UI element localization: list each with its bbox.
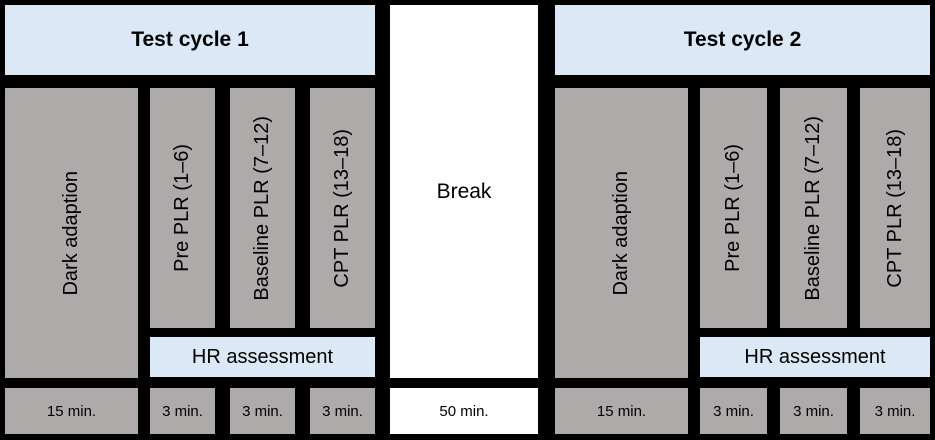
cycle-2-baseline-plr-duration-label: 3 min.: [793, 402, 834, 420]
cycle-1-pre-plr-duration: 3 min.: [150, 388, 215, 434]
cycle-2-dark-adaption-duration: 15 min.: [555, 388, 688, 434]
cycle-2-cpt-plr-duration: 3 min.: [860, 388, 930, 434]
cycle-1-pre-plr-phase: Pre PLR (1–6): [150, 88, 215, 328]
test-cycle-1-header: Test cycle 1: [5, 5, 375, 75]
break-duration: 50 min.: [390, 388, 538, 434]
test-cycle-1-title: Test cycle 1: [131, 28, 249, 51]
cycle-1-hr-assessment-label: HR assessment: [191, 345, 334, 368]
cycle-1-cpt-plr-label: CPT PLR (13–18): [331, 128, 353, 288]
cycle-2-cpt-plr-label: CPT PLR (13–18): [883, 128, 906, 288]
cycle-1-cpt-plr-phase: CPT PLR (13–18): [310, 88, 375, 328]
cycle-1-dark-adaption-phase: Dark adaption: [5, 88, 138, 378]
cycle-2-pre-plr-duration: 3 min.: [700, 388, 767, 434]
cycle-2-baseline-plr-label: Baseline PLR (7–12): [802, 115, 824, 301]
cycle-2-cpt-plr-phase: CPT PLR (13–18): [860, 88, 930, 328]
cycle-2-baseline-plr-phase: Baseline PLR (7–12): [780, 88, 847, 328]
cycle-1-cpt-plr-duration-label: 3 min.: [322, 402, 363, 420]
cycle-2-pre-plr-phase: Pre PLR (1–6): [700, 88, 767, 328]
cycle-1-hr-assessment: HR assessment: [150, 337, 375, 377]
cycle-1-baseline-plr-phase: Baseline PLR (7–12): [230, 88, 295, 328]
cycle-1-dark-adaption-duration-label: 15 min.: [46, 402, 97, 420]
cycle-1-baseline-plr-duration-label: 3 min.: [242, 402, 283, 420]
break-label: Break: [436, 179, 492, 203]
cycle-2-dark-adaption-duration-label: 15 min.: [596, 402, 647, 420]
cycle-2-baseline-plr-duration: 3 min.: [780, 388, 847, 434]
cycle-2-dark-adaption-phase: Dark adaption: [555, 88, 688, 378]
break-phase: Break: [390, 5, 538, 378]
cycle-2-hr-assessment: HR assessment: [700, 337, 930, 377]
cycle-1-pre-plr-label: Pre PLR (1–6): [171, 144, 193, 272]
test-cycle-2-header: Test cycle 2: [555, 5, 930, 75]
cycle-1-dark-adaption-duration: 15 min.: [5, 388, 138, 434]
cycle-1-dark-adaption-label: Dark adaption: [60, 170, 82, 296]
cycle-1-pre-plr-duration-label: 3 min.: [162, 402, 203, 420]
cycle-2-hr-assessment-label: HR assessment: [744, 345, 886, 368]
cycle-1-cpt-plr-duration: 3 min.: [310, 388, 375, 434]
cycle-1-baseline-plr-duration: 3 min.: [230, 388, 295, 434]
cycle-2-pre-plr-duration-label: 3 min.: [713, 402, 754, 420]
break-duration-label: 50 min.: [439, 402, 489, 420]
cycle-1-baseline-plr-label: Baseline PLR (7–12): [251, 115, 273, 301]
cycle-2-cpt-plr-duration-label: 3 min.: [874, 402, 916, 420]
test-cycle-2-title: Test cycle 2: [683, 28, 802, 51]
cycle-2-pre-plr-label: Pre PLR (1–6): [722, 144, 744, 272]
cycle-2-dark-adaption-label: Dark adaption: [610, 170, 632, 296]
